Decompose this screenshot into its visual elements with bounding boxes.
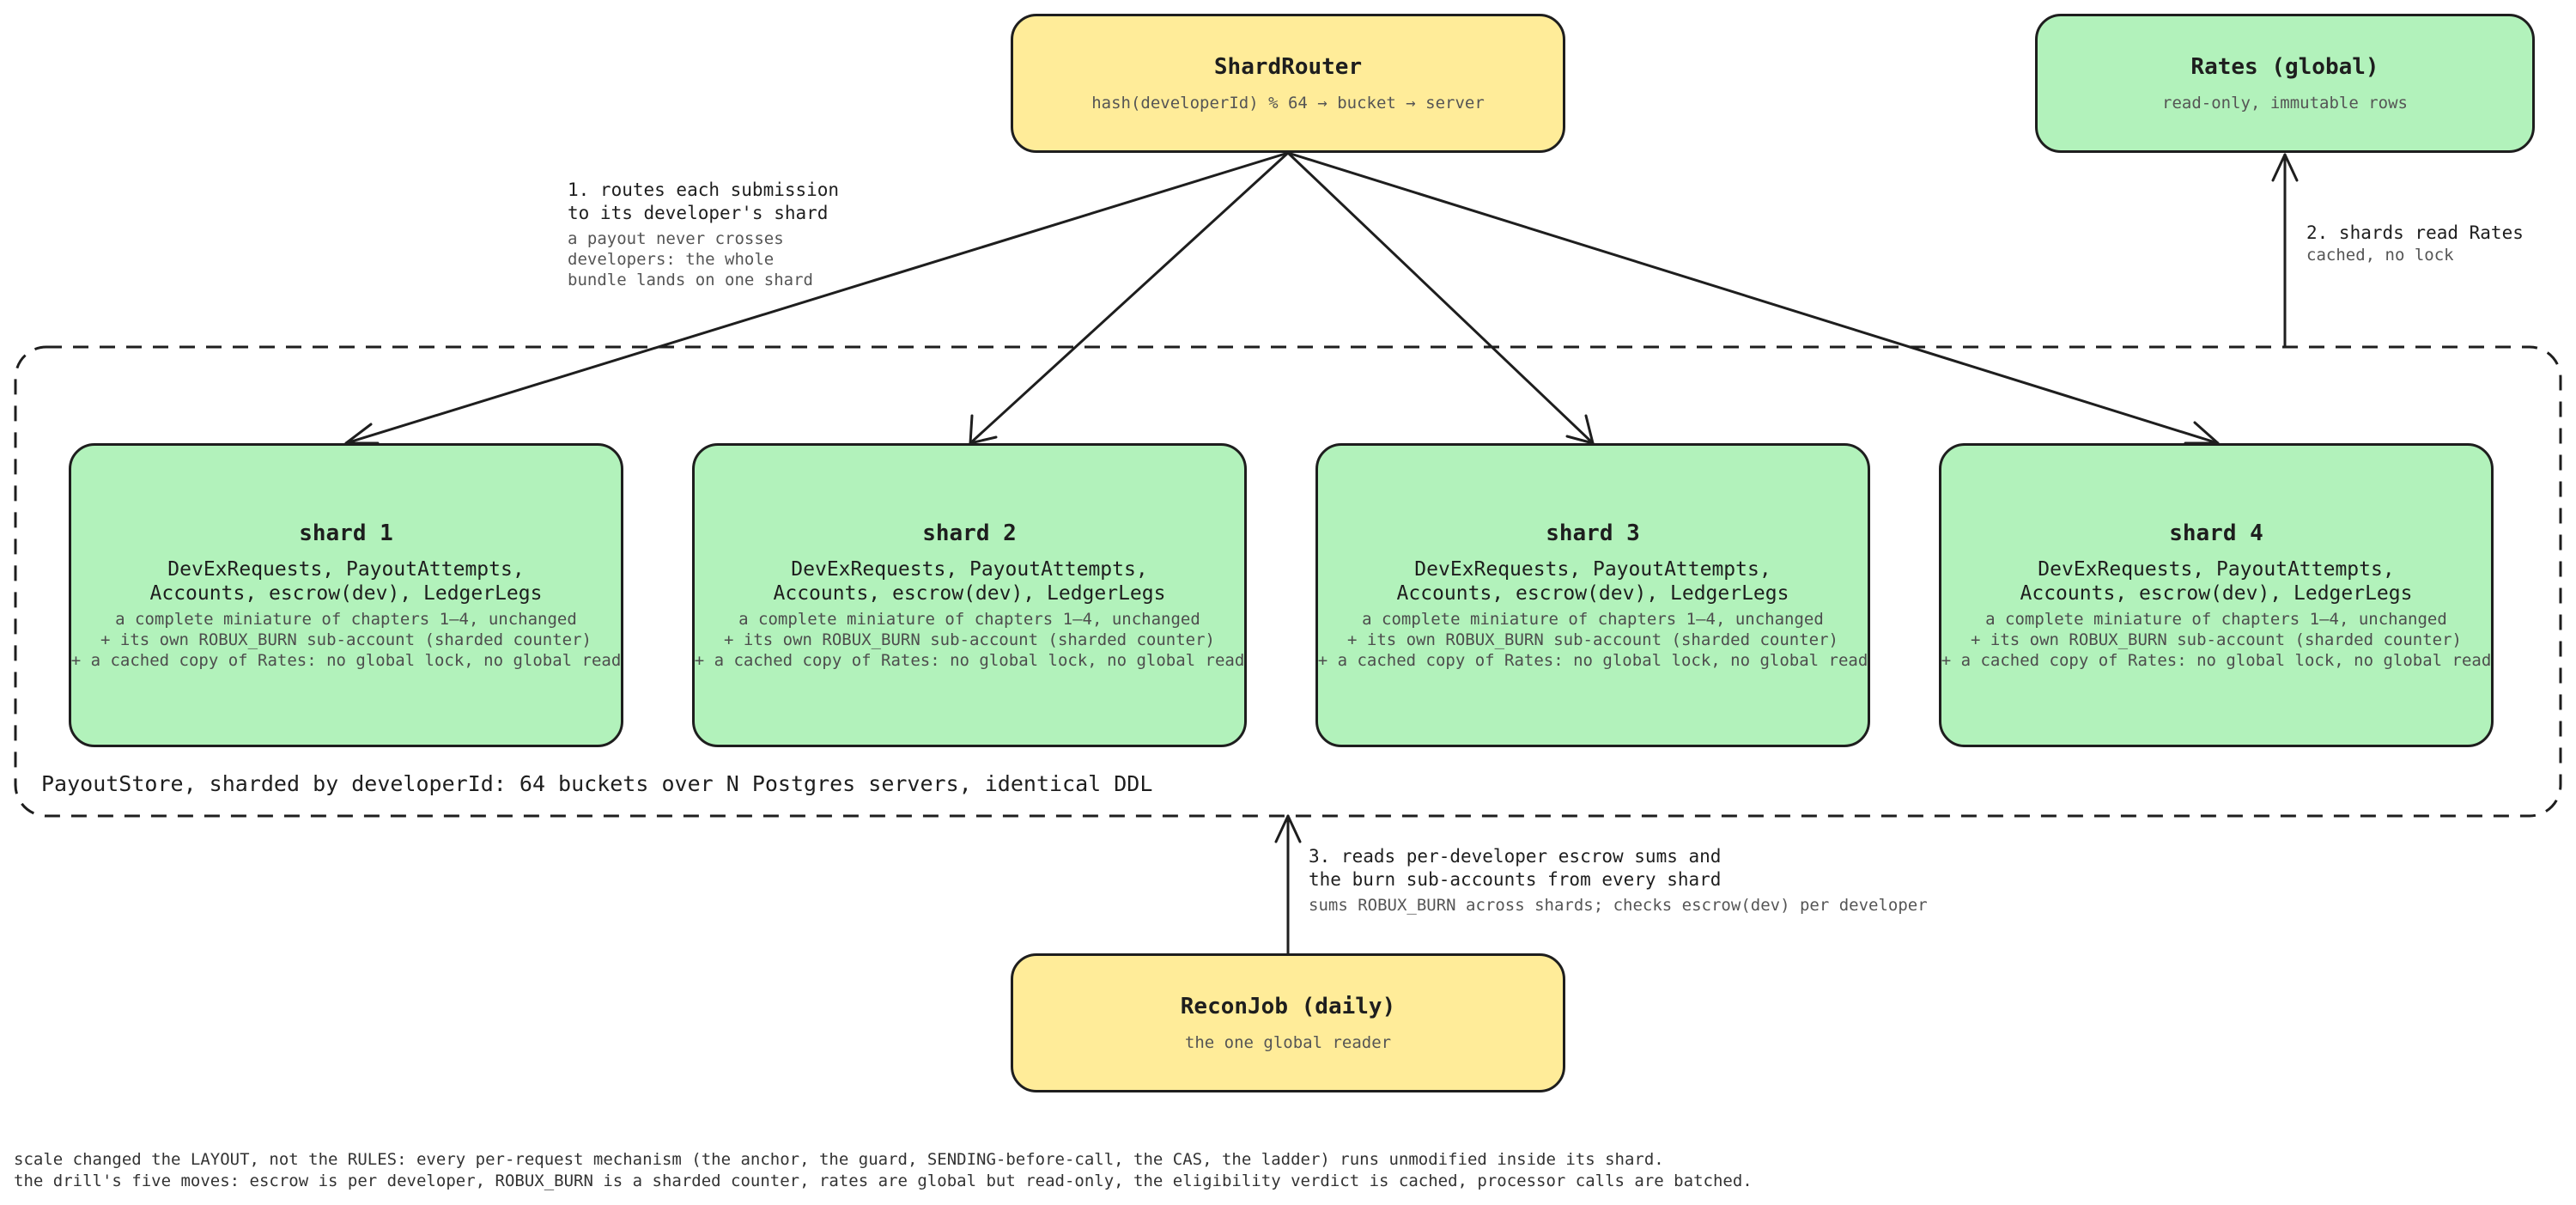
shard-note: + its own ROBUX_BURN sub-account (sharde… xyxy=(100,630,592,649)
routes-label-detail: bundle lands on one shard xyxy=(568,271,813,289)
arrow-router-to-shard-1 xyxy=(344,151,1290,445)
shard-title: shard 4 xyxy=(2169,520,2263,546)
recon-read-label-line: the burn sub-accounts from every shard xyxy=(1309,869,1722,890)
recon-read-label: 3. reads per-developer escrow sums and t… xyxy=(1309,845,1928,916)
arrow-head-rates xyxy=(2271,153,2299,182)
shard-tables-line: DevExRequests, PayoutAttempts, xyxy=(167,558,525,581)
shard-box-1: shard 1 DevExRequests, PayoutAttempts, A… xyxy=(69,443,623,747)
recon-read-label-detail: sums ROBUX_BURN across shards; checks es… xyxy=(1309,896,1928,915)
rates-title: Rates (global) xyxy=(2190,54,2379,80)
arrow-head-store xyxy=(1274,814,1302,843)
recon-job-box: ReconJob (daily) the one global reader xyxy=(1011,953,1565,1092)
shard-tables-line: Accounts, escrow(dev), LedgerLegs xyxy=(1396,582,1789,605)
shard-note: + its own ROBUX_BURN sub-account (sharde… xyxy=(724,630,1215,649)
shard-tables-line: Accounts, escrow(dev), LedgerLegs xyxy=(2020,582,2413,605)
shard-note: a complete miniature of chapters 1–4, un… xyxy=(115,610,577,629)
shard-box-4: shard 4 DevExRequests, PayoutAttempts, A… xyxy=(1939,443,2494,747)
routes-label-line: 1. routes each submission xyxy=(568,180,840,200)
shard-note: a complete miniature of chapters 1–4, un… xyxy=(738,610,1200,629)
shard-tables-line: DevExRequests, PayoutAttempts, xyxy=(1414,558,1771,581)
arrow-router-to-shard-2 xyxy=(969,151,1290,445)
arrow-router-to-shard-3 xyxy=(1286,151,1595,445)
shard-note: + its own ROBUX_BURN sub-account (sharde… xyxy=(1971,630,2462,649)
footer-line: scale changed the LAYOUT, not the RULES:… xyxy=(14,1150,1664,1169)
payout-store-caption: PayoutStore, sharded by developerId: 64 … xyxy=(41,771,1153,796)
shard-box-3: shard 3 DevExRequests, PayoutAttempts, A… xyxy=(1315,443,1870,747)
shard-note: + a cached copy of Rates: no global lock… xyxy=(1941,651,2492,670)
shard-router-title: ShardRouter xyxy=(1213,54,1363,80)
rates-subtitle: read-only, immutable rows xyxy=(2162,94,2408,113)
rates-read-label-line: 2. shards read Rates xyxy=(2306,222,2524,243)
shard-tables-line: Accounts, escrow(dev), LedgerLegs xyxy=(149,582,543,605)
routes-label-detail: developers: the whole xyxy=(568,250,775,269)
recon-read-label-line: 3. reads per-developer escrow sums and xyxy=(1309,846,1722,867)
rates-read-label: 2. shards read Rates cached, no lock xyxy=(2306,222,2524,265)
recon-job-title: ReconJob (daily) xyxy=(1180,994,1396,1019)
routes-label-line: to its developer's shard xyxy=(568,203,829,223)
footer-line: the drill's five moves: escrow is per de… xyxy=(14,1172,1753,1190)
rates-box: Rates (global) read-only, immutable rows xyxy=(2035,14,2535,153)
shard-router-subtitle: hash(developerId) % 64 → bucket → server xyxy=(1091,94,1485,113)
routes-label: 1. routes each submission to its develop… xyxy=(568,179,839,290)
arrow-router-to-shard-4 xyxy=(1286,151,2220,445)
shard-note: + its own ROBUX_BURN sub-account (sharde… xyxy=(1347,630,1838,649)
shard-note: + a cached copy of Rates: no global lock… xyxy=(1317,651,1868,670)
footer-notes: scale changed the LAYOUT, not the RULES:… xyxy=(14,1149,1753,1192)
routes-label-detail: a payout never crosses xyxy=(568,229,784,248)
shard-title: shard 3 xyxy=(1546,520,1640,546)
rates-read-label-detail: cached, no lock xyxy=(2306,246,2454,265)
shard-title: shard 2 xyxy=(922,520,1017,546)
recon-job-subtitle: the one global reader xyxy=(1184,1033,1392,1052)
shard-title: shard 1 xyxy=(299,520,393,546)
shard-box-2: shard 2 DevExRequests, PayoutAttempts, A… xyxy=(692,443,1247,747)
shard-router-box: ShardRouter hash(developerId) % 64 → buc… xyxy=(1011,14,1565,153)
shard-note: a complete miniature of chapters 1–4, un… xyxy=(1362,610,1824,629)
shard-tables-line: DevExRequests, PayoutAttempts, xyxy=(2038,558,2395,581)
shard-note: a complete miniature of chapters 1–4, un… xyxy=(1985,610,2447,629)
shard-note: + a cached copy of Rates: no global lock… xyxy=(70,651,622,670)
shard-note: + a cached copy of Rates: no global lock… xyxy=(694,651,1245,670)
arrow-head-shard-4 xyxy=(2184,421,2220,445)
shard-tables-line: DevExRequests, PayoutAttempts, xyxy=(791,558,1148,581)
shard-tables-line: Accounts, escrow(dev), LedgerLegs xyxy=(773,582,1166,605)
